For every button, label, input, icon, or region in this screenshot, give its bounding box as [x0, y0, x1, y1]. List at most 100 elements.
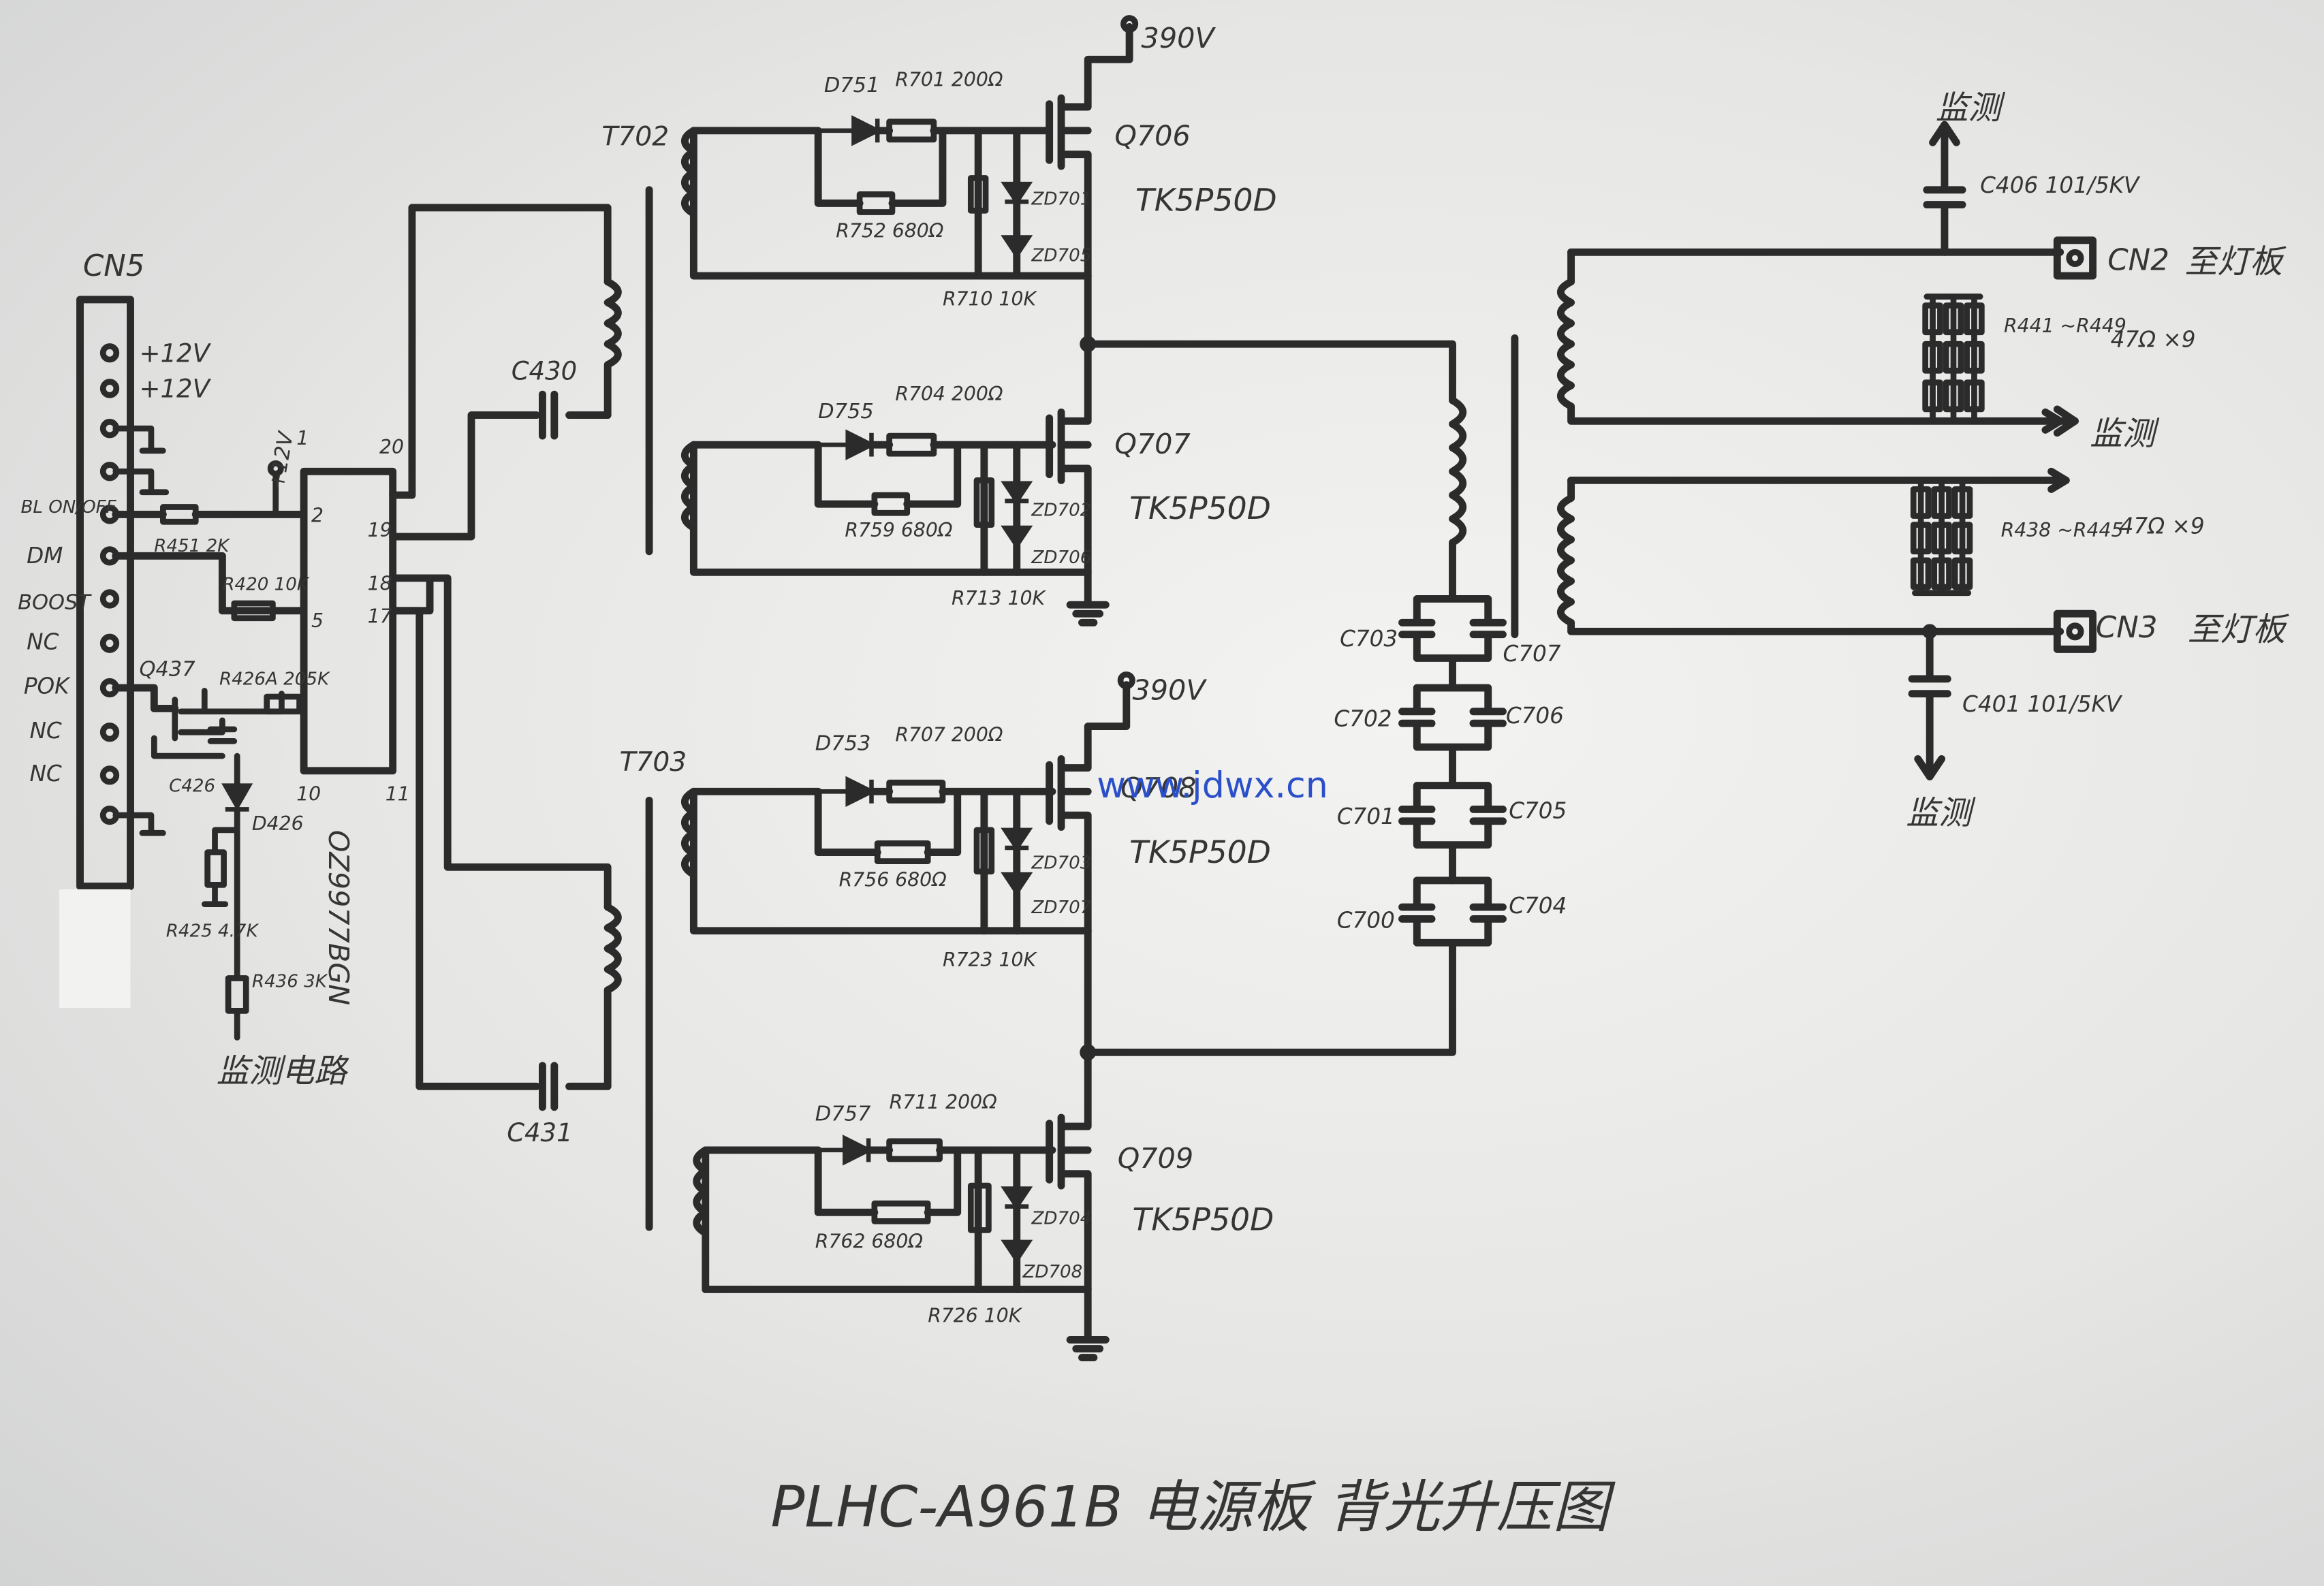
cn3-note: 至灯板	[2188, 611, 2290, 648]
cn5-pin-labels: +12V +12V BL ON/OFF DM BOOST NC POK NC N…	[18, 338, 211, 787]
c431-label: C431	[507, 1118, 572, 1147]
zd707-label: ZD707	[1031, 898, 1092, 918]
ic-pin-11: 11	[386, 782, 410, 805]
r752-label: R752 680Ω	[836, 219, 944, 242]
cn2-note: 至灯板	[2184, 244, 2287, 281]
ic-pin-10: 10	[296, 782, 321, 805]
ic-supply-label: +12V	[265, 429, 299, 492]
bridge-output-wiring	[1080, 272, 1519, 1061]
d753-label: D753	[815, 731, 871, 755]
zd706-label: ZD706	[1031, 548, 1092, 568]
ic-name: OZ9977BGN	[322, 830, 355, 1005]
ic-pin-5: 5	[311, 609, 324, 632]
r426a-resistor	[264, 693, 302, 715]
r710-label: R710 10K	[943, 288, 1038, 311]
monitor-label-mid: 监测	[2090, 415, 2160, 453]
ic-pin-1: 1	[296, 427, 309, 449]
paper-glare	[59, 889, 131, 1009]
r451-resistor	[160, 504, 199, 525]
c702-label: C702	[1334, 706, 1392, 732]
r726-label: R726 10K	[928, 1304, 1023, 1327]
cn5-pin-label: DM	[27, 543, 63, 569]
t703-label: T703	[620, 747, 687, 778]
component-labels: 390V 390V Q706 Q707 Q708 Q709 TK5P50D TK…	[140, 22, 2290, 1540]
d751-label: D751	[824, 74, 880, 97]
d755-label: D755	[818, 400, 874, 424]
zd703-label: ZD703	[1031, 853, 1092, 873]
mosfet-type-label: TK5P50D	[1132, 1201, 1274, 1237]
zd702-label: ZD702	[1031, 501, 1092, 521]
cn2-label: CN2	[2107, 243, 2169, 277]
c430-label: C430	[512, 356, 577, 385]
q437-label: Q437	[140, 658, 196, 682]
driver-primary	[538, 186, 653, 1231]
r436-label: R436 3K	[252, 972, 328, 992]
c426-capacitor	[151, 726, 238, 759]
r420-label: R420 10K	[222, 574, 309, 594]
output-secondaries	[1557, 121, 2097, 781]
cn5-pin-label: NC	[30, 718, 62, 744]
cn5-pin-label: +12V	[140, 338, 212, 368]
resistor-array-top-range: R441 ~R449	[2004, 315, 2126, 337]
cn3-label: CN3	[2096, 611, 2158, 645]
ic-oz9977	[300, 204, 612, 1090]
ic-pin-18: 18	[368, 572, 392, 594]
gate-stage-q708	[681, 671, 1135, 935]
zd704-label: ZD704	[1031, 1209, 1092, 1229]
control-wiring	[112, 460, 308, 1041]
q707-label: Q707	[1114, 428, 1190, 460]
d757-label: D757	[815, 1102, 871, 1126]
mosfet-type-label: TK5P50D	[1129, 490, 1271, 526]
c406-label: C406 101/5KV	[1980, 172, 2141, 198]
ic-pin-2: 2	[311, 504, 324, 526]
supply-label-bottom: 390V	[1132, 673, 1207, 706]
c701-label: C701	[1337, 804, 1395, 829]
r713-label: R713 10K	[952, 587, 1047, 609]
r436-resistor	[225, 975, 249, 1014]
r704-label: R704 200Ω	[895, 383, 1003, 405]
d426-diode	[221, 783, 253, 812]
ic-pin-17: 17	[368, 605, 392, 627]
resistor-array-bottom-value: 47Ω ×9	[2120, 513, 2205, 539]
ic-pin-19: 19	[368, 519, 392, 541]
mosfet-type-label: TK5P50D	[1129, 834, 1271, 870]
resistor-array-bottom-range: R438 ~R445	[2001, 519, 2124, 541]
mosfet-type-label: TK5P50D	[1135, 182, 1277, 218]
gate-stage-q706	[681, 15, 1139, 280]
t702-label: T702	[601, 122, 669, 153]
c426-label: C426	[169, 776, 215, 796]
d426-label: D426	[252, 812, 304, 835]
zd708-label: ZD708	[1022, 1262, 1082, 1282]
gate-stage-q709	[693, 1048, 1110, 1362]
r426a-label: R426A 205K	[219, 669, 330, 690]
c706-label: C706	[1506, 703, 1564, 729]
cn5-pin-label: POK	[24, 673, 71, 699]
c707-label: C707	[1503, 641, 1560, 667]
cn3-connector	[2053, 609, 2097, 653]
zd705-label: ZD705	[1031, 245, 1092, 266]
zd701-label: ZD701	[1031, 189, 1092, 210]
monitor-circuit-label: 监测电路	[217, 1053, 350, 1090]
r711-label: R711 200Ω	[890, 1091, 998, 1113]
cn5-pin-label: BOOST	[18, 591, 92, 615]
page-title: PLHC-A961B 电源板 背光升压图	[771, 1475, 1616, 1540]
q706-label: Q706	[1114, 120, 1190, 153]
supply-label-top: 390V	[1142, 22, 1216, 54]
r723-label: R723 10K	[943, 949, 1038, 971]
resistor-array-top-value: 47Ω ×9	[2111, 327, 2196, 353]
cn2-connector	[2053, 236, 2097, 280]
c705-label: C705	[1509, 797, 1567, 823]
c704-label: C704	[1509, 893, 1567, 919]
r701-label: R701 200Ω	[895, 69, 1003, 91]
r451-label: R451 2K	[154, 536, 230, 556]
c401-label: C401 101/5KV	[1962, 691, 2123, 717]
r425-label: R425 4.7K	[166, 921, 260, 942]
cn5-pin-label: NC	[30, 761, 62, 787]
cn5-pin-label: NC	[27, 629, 59, 654]
ic-pin-20: 20	[379, 436, 404, 458]
gate-stage-q707	[681, 340, 1110, 627]
r425-resistor	[204, 849, 227, 888]
c700-label: C700	[1337, 908, 1395, 934]
